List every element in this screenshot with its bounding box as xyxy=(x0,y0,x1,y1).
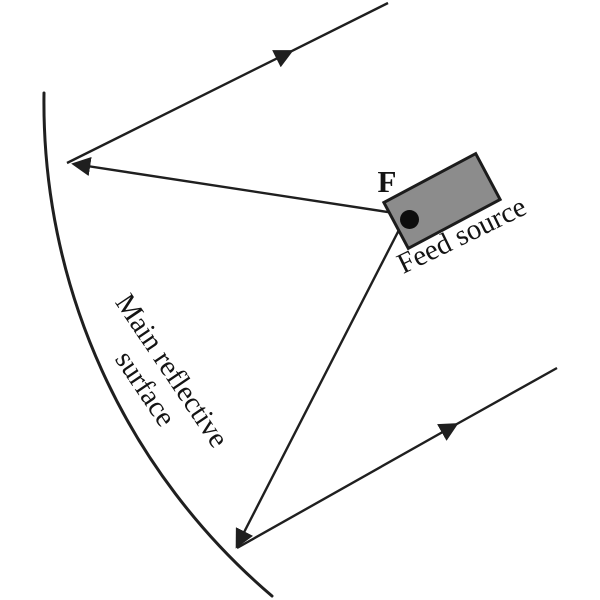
ray-lower-outgoing-segment-1 xyxy=(236,423,459,550)
ray-upper-outgoing-segment-1 xyxy=(66,50,294,165)
ray-feed-to-lower-reflector xyxy=(235,223,404,549)
ray-upper-outgoing-segment-2 xyxy=(290,1,389,53)
ray-lower-reflected-outgoing xyxy=(236,366,558,550)
ray-feed-to-upper-reflector xyxy=(71,156,405,216)
ray-lower-outgoing-segment-2 xyxy=(455,366,558,426)
main-reflective-surface-arc xyxy=(42,91,274,598)
ray-upper-reflected-outgoing xyxy=(66,1,389,165)
focal-point-label: F xyxy=(377,164,397,199)
focal-point-dot xyxy=(400,210,419,229)
